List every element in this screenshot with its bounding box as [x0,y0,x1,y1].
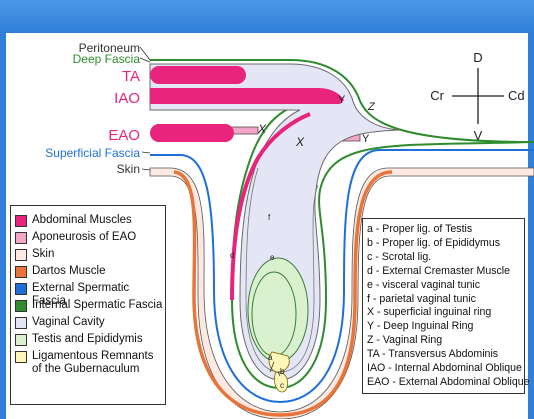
marker-f: f [268,213,271,222]
iao-muscle [150,88,344,104]
eao-aponeurosis [229,126,259,135]
legend-label: Skin [32,248,55,260]
external-spermatic-fascia-line [150,149,534,404]
legend-label: Internal Spermatic Fascia [32,299,163,311]
key-item: EAO - External Abdominal Oblique [367,375,530,388]
compass-cranial: Cr [430,88,444,103]
key-item: f - parietal vaginal tunic [367,292,476,305]
color-legend: Abdominal Muscles Aponeurosis of EAO Ski… [10,205,166,405]
legend-item: Skin [15,248,54,261]
key-item: a - Proper lig. of Testis [367,223,473,235]
peritoneum-label: Peritoneum [79,41,140,55]
legend-swatch [15,283,27,295]
marker-b: b [280,367,285,376]
legend-item: Testis and Epididymis [15,333,143,346]
legend-swatch [15,317,27,329]
marker-e: e [270,253,275,262]
legend-label-line2: of the Gubernaculum [32,363,140,375]
right-border [528,33,534,419]
legend-item: Dartos Muscle [15,265,106,278]
legend-label: External Spermatic Fascia [32,282,130,307]
marker-y-upper: Y [338,94,346,106]
leader-lines [139,46,281,377]
cremaster-muscle [230,112,311,301]
marker-z: Z [367,101,376,113]
vaginal-cavity [149,63,401,381]
dartos-muscle-line [173,170,393,417]
superficial-fascia-label: Superficial Fascia [45,146,140,160]
key-item: Y - Deep Inguinal Ring [367,320,474,333]
legend-label: Aponeurosis of EAO [32,231,137,243]
compass-caudal: Cd [508,88,525,103]
legend-label-line1: Ligamentous Remnants [32,350,154,362]
legend-swatch [15,334,27,346]
legend-label: Ligamentous Remnants of the Gubernaculum [32,350,153,376]
legend-item: Internal Spermatic Fascia [15,299,162,312]
legend-label: Testis and Epididymis [32,333,143,345]
legend-swatch [15,249,27,261]
marker-y-lower: Y [362,133,370,145]
iao-label: IAO [114,90,140,107]
key-item: X - superficial inguinal ring [367,306,492,319]
legend-item: External Spermatic Fascia [15,282,165,308]
skin-label: Skin [117,162,140,176]
header-bar [0,0,534,33]
abbreviation-key: a - Proper lig. of Testis b - Proper lig… [362,218,530,394]
legend-swatch [15,232,27,244]
compass-ventral: V [474,128,483,143]
legend-swatch [15,351,27,363]
orientation-compass [452,68,504,124]
legend-item: Aponeurosis of EAO [15,231,136,244]
key-item: d - External Cremaster Muscle [367,264,511,277]
marker-x-lower: X [295,135,305,149]
legend-label: Abdominal Muscles [32,214,132,226]
compass-dorsal: D [473,50,482,65]
legend-swatch [15,215,27,227]
legend-item: Ligamentous Remnants of the Gubernaculum [15,350,153,376]
eao-muscle [150,124,234,142]
ta-label: TA [122,68,140,85]
deep-fascia-label: Deep Fascia [73,52,141,66]
skin-layer [149,167,534,419]
key-item: IAO - Internal Abdominal Oblique [367,362,522,375]
legend-swatch [15,300,27,312]
legend-item: Abdominal Muscles [15,214,132,227]
marker-x-upper: X [257,122,267,136]
eao-label: EAO [108,127,140,144]
legend-label: Dartos Muscle [32,265,106,277]
testis [251,271,297,357]
left-border [0,33,6,419]
marker-d: d [230,251,234,260]
key-item: b - Proper lig. of Epididymus [367,236,501,249]
key-item: c - Scrotal lig. [367,250,432,263]
key-item: e - visceral vaginal tunic [367,278,481,291]
legend-item: Vaginal Cavity [15,316,105,329]
marker-a: a [268,353,273,362]
key-item: Z - Vaginal Ring [367,334,443,347]
ta-muscle [150,66,246,84]
legend-swatch [15,266,27,278]
legend-label: Vaginal Cavity [32,316,105,328]
key-item: TA - Transversus Abdominis [367,348,499,361]
marker-c: c [280,381,284,390]
